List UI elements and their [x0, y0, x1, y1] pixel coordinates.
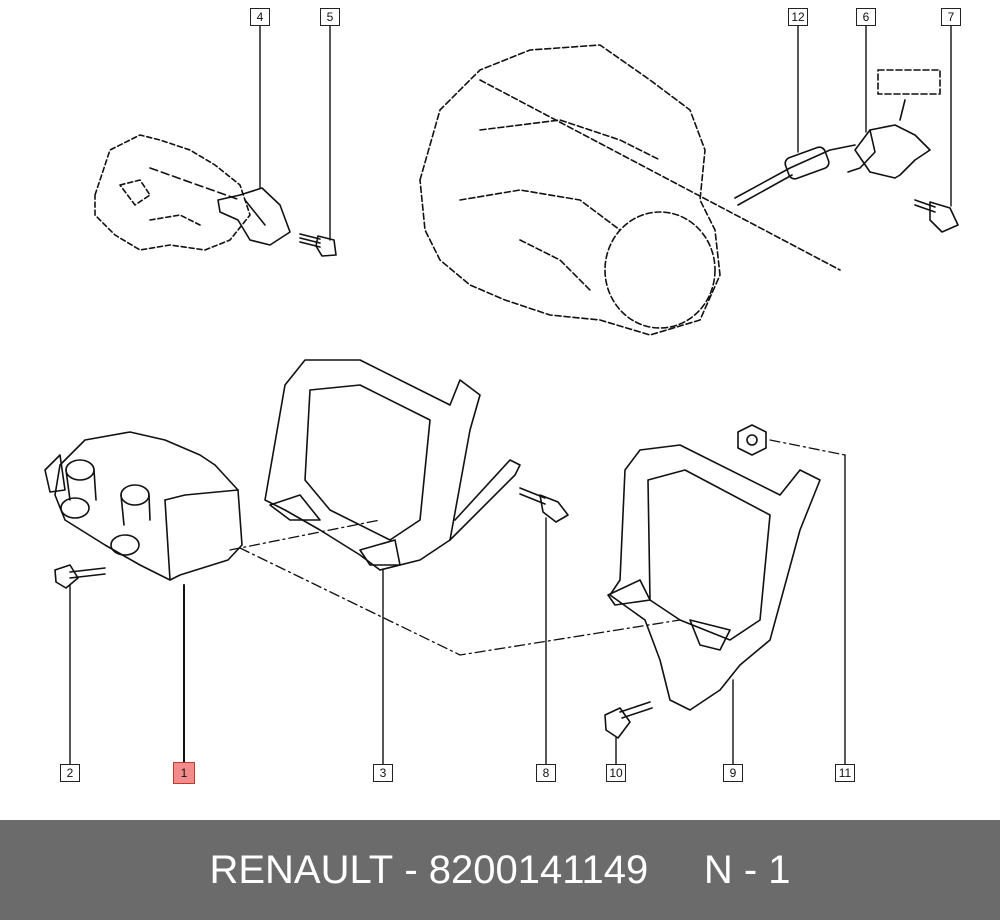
- callout-4[interactable]: 4: [250, 8, 270, 26]
- crank-sensor-icon: [847, 69, 941, 179]
- parts-diagram: [44, 24, 959, 765]
- position-label: N - 1: [703, 847, 791, 892]
- callout-5[interactable]: 5: [320, 8, 340, 26]
- callout-10[interactable]: 10: [606, 764, 626, 782]
- spacer: [648, 848, 704, 893]
- callout-11[interactable]: 11: [835, 764, 855, 782]
- engine-block-right-icon: [419, 44, 841, 336]
- part-footer-bar: RENAULT - 8200141149 N - 1: [0, 820, 1000, 920]
- bracket-icon: [607, 444, 821, 711]
- engine-block-left-icon: [94, 134, 251, 251]
- callout-3[interactable]: 3: [373, 764, 393, 782]
- part-number: 8200141149: [428, 847, 649, 892]
- nut-icon: [737, 424, 767, 456]
- wiring-harness-icon: [734, 144, 856, 206]
- bracket-icon: [264, 359, 521, 571]
- callout-8[interactable]: 8: [536, 764, 556, 782]
- bolt-icon: [299, 233, 337, 257]
- sensor-icon: [149, 167, 291, 246]
- ignition-coil-icon: [44, 431, 243, 581]
- bolt-icon: [519, 487, 569, 523]
- bolt-icon: [54, 564, 106, 589]
- callout-1-highlighted[interactable]: 1: [173, 762, 195, 784]
- bolt-icon: [914, 199, 959, 233]
- callout-9[interactable]: 9: [723, 764, 743, 782]
- separator: -: [393, 847, 429, 892]
- callout-7[interactable]: 7: [941, 8, 961, 26]
- callout-12[interactable]: 12: [788, 8, 808, 26]
- callout-2[interactable]: 2: [60, 764, 80, 782]
- callout-6[interactable]: 6: [856, 8, 876, 26]
- brand-name: RENAULT: [209, 847, 394, 892]
- bolt-icon: [604, 701, 653, 739]
